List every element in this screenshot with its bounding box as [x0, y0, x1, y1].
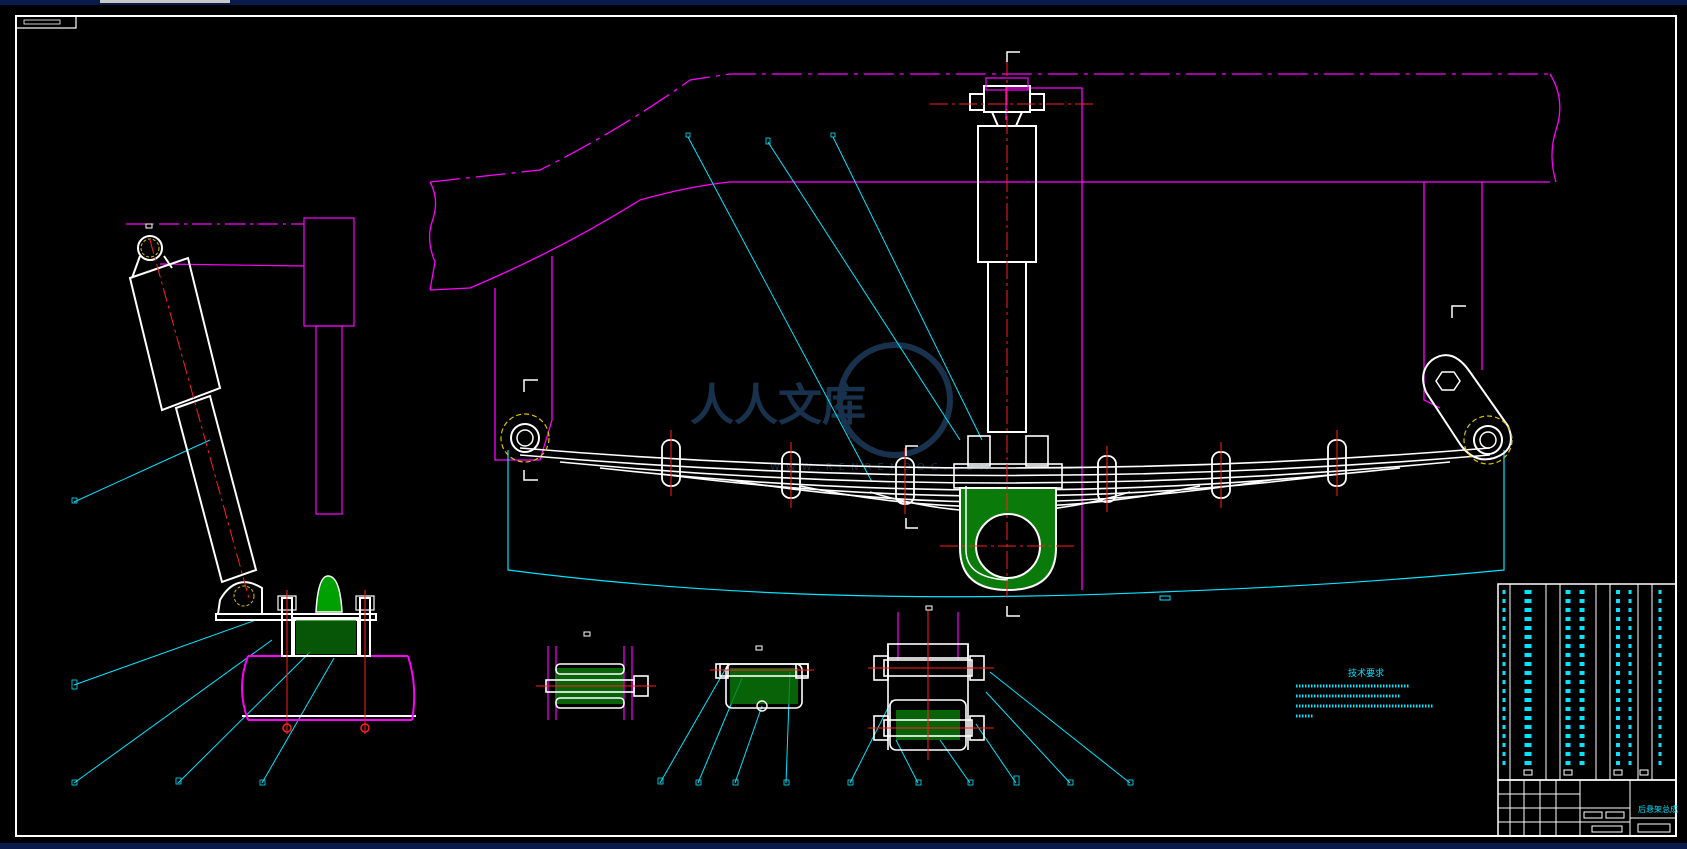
balloon-3 — [830, 132, 836, 138]
leader-14 — [895, 739, 919, 784]
parts-list-table — [1497, 583, 1677, 781]
bump-stop — [315, 575, 343, 613]
tech-req-lines — [1296, 684, 1434, 718]
balloon-14 — [915, 779, 922, 786]
rear-shackle — [1422, 354, 1513, 465]
front-spring-eye — [500, 413, 550, 463]
drawing-name: 后悬架总成 — [1638, 804, 1678, 814]
drawing-code-box — [15, 15, 77, 29]
title-block: 后悬架总成 — [1497, 779, 1678, 837]
leader-17 — [985, 691, 1071, 784]
watermark-brand: 人人文库 — [690, 380, 866, 431]
leader-15 — [939, 739, 971, 784]
balloon-5 — [71, 679, 78, 690]
drawing-border — [15, 15, 1677, 837]
balloon-7 — [175, 777, 182, 785]
balloon-8 — [259, 779, 266, 786]
side-frame-bracket — [126, 217, 355, 515]
leader-9 — [659, 667, 727, 784]
balloon-12 — [783, 779, 790, 786]
leader-lines — [73, 136, 1131, 784]
balloon-9 — [657, 777, 664, 785]
leaf-spring-envelope — [507, 450, 1505, 598]
balloon-16 — [1013, 775, 1020, 786]
leader-11 — [734, 705, 763, 784]
file-tab[interactable] — [100, 0, 230, 3]
detail-view-bushing-2 — [710, 663, 814, 712]
spring-seat-hatch — [296, 620, 356, 654]
lower-nut-right — [360, 723, 370, 733]
drawing-code-field — [23, 19, 61, 25]
misc-marks — [145, 223, 1171, 651]
technical-requirements: 技术要求 — [1296, 667, 1434, 718]
detail-view-bushing-1 — [536, 646, 656, 720]
balloon-17 — [1067, 779, 1074, 786]
balloon-18 — [1127, 779, 1134, 786]
leader-6 — [73, 639, 273, 784]
leader-18 — [989, 671, 1131, 784]
tech-req-title: 技术要求 — [1348, 667, 1384, 679]
balloon-10 — [695, 779, 702, 786]
watermark: 人人文库 WWW.RENRENDOC.COM — [690, 342, 988, 473]
lower-nut-left — [282, 723, 292, 733]
leader-1 — [687, 136, 873, 483]
balloon-6 — [71, 779, 78, 786]
balloon-15 — [967, 779, 974, 786]
leader-13 — [849, 699, 893, 784]
leader-16 — [975, 723, 1017, 784]
leader-7 — [177, 651, 311, 784]
detail-view-shackle — [868, 610, 994, 760]
section-markers — [523, 51, 1466, 617]
axle-u-bolt-section — [953, 435, 1063, 592]
lower-eye-bush — [233, 585, 255, 607]
side-centerlines — [286, 590, 366, 734]
top-menu-strip — [0, 0, 1687, 5]
balloon-1 — [685, 132, 691, 138]
part-balloons — [71, 132, 1134, 786]
clip-centerlines — [670, 430, 1338, 514]
side-view-shock-absorber — [126, 217, 416, 734]
balloon-11 — [732, 779, 739, 786]
shock-centerline-side — [149, 239, 251, 603]
leader-3 — [832, 136, 983, 441]
parts-list-text-rows — [1502, 590, 1662, 770]
vehicle-frame-outline — [428, 73, 1561, 590]
leaf-spring-front-view — [500, 51, 1513, 617]
leader-4 — [73, 439, 211, 503]
status-strip — [0, 843, 1687, 849]
leader-2 — [767, 141, 961, 441]
shock-body-side — [128, 235, 263, 615]
main-centerlines — [930, 58, 1096, 600]
watermark-circle — [837, 342, 953, 458]
upper-eye-bush — [140, 238, 160, 258]
balloon-2 — [765, 137, 771, 145]
balloon-4 — [71, 497, 78, 504]
axle-housing-section — [215, 597, 416, 721]
leader-5 — [73, 619, 257, 686]
balloon-13 — [847, 779, 854, 786]
